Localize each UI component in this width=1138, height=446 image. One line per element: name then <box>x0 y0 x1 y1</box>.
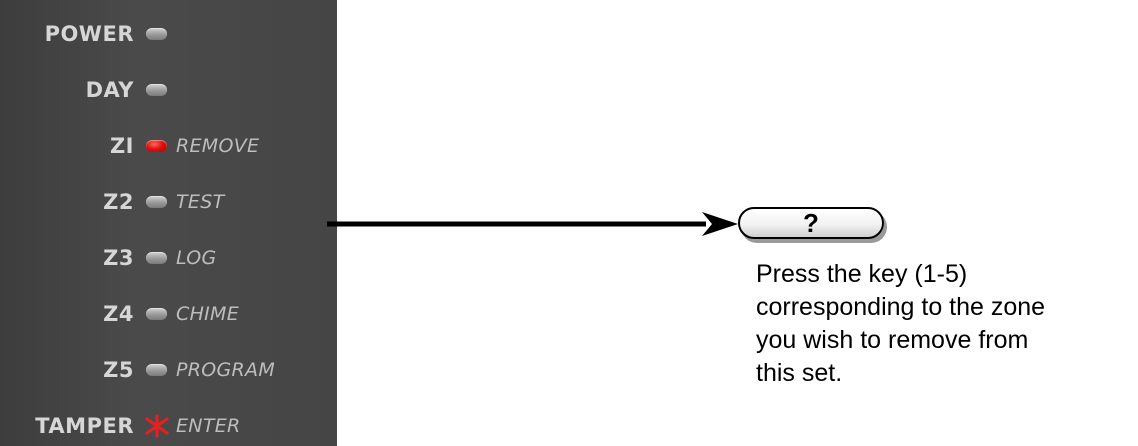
row-tamper: TAMPER ENTER <box>0 406 337 446</box>
power-led-icon <box>146 28 167 40</box>
instruction-line: you wish to remove from <box>756 326 1029 354</box>
row-function-z5: PROGRAM <box>176 359 276 381</box>
instruction-line: Press the key (1-5) <box>756 260 968 288</box>
instruction-line: corresponding to the zone <box>756 293 1046 321</box>
row-label-z3: Z3 <box>103 246 134 270</box>
question-key-button: ? <box>738 207 884 239</box>
row-z1: ZI REMOVE <box>0 126 337 166</box>
row-label-power: POWER <box>44 22 134 46</box>
keypad-panel: POWER DAY ZI REMOVE Z2 TEST Z3 LOG Z4 CH… <box>0 0 337 446</box>
z3-led-icon <box>146 252 167 264</box>
z1-led-icon <box>146 140 167 152</box>
instruction-text: Press the key (1-5) corresponding to the… <box>756 258 1136 390</box>
row-function-z3: LOG <box>176 247 217 269</box>
row-function-z4: CHIME <box>176 303 240 325</box>
arrow-head-icon <box>702 212 738 236</box>
row-function-z1: REMOVE <box>176 135 260 157</box>
day-led-icon <box>146 84 167 96</box>
instruction-line: this set. <box>756 359 843 387</box>
row-label-day: DAY <box>85 78 134 102</box>
row-label-z4: Z4 <box>103 302 134 326</box>
row-z3: Z3 LOG <box>0 238 337 278</box>
row-function-tamper: ENTER <box>176 415 241 437</box>
row-z5: Z5 PROGRAM <box>0 350 337 390</box>
z4-led-icon <box>146 308 167 320</box>
z2-led-icon <box>146 196 167 208</box>
z5-led-icon <box>146 364 167 376</box>
row-label-z1: ZI <box>109 134 134 158</box>
row-z4: Z4 CHIME <box>0 294 337 334</box>
row-label-tamper: TAMPER <box>35 414 134 438</box>
row-label-z5: Z5 <box>103 358 134 382</box>
row-label-z2: Z2 <box>103 190 134 214</box>
row-power: POWER <box>0 14 337 54</box>
row-function-z2: TEST <box>176 191 225 213</box>
row-z2: Z2 TEST <box>0 182 337 222</box>
row-day: DAY <box>0 70 337 110</box>
tamper-star-icon <box>145 414 169 438</box>
